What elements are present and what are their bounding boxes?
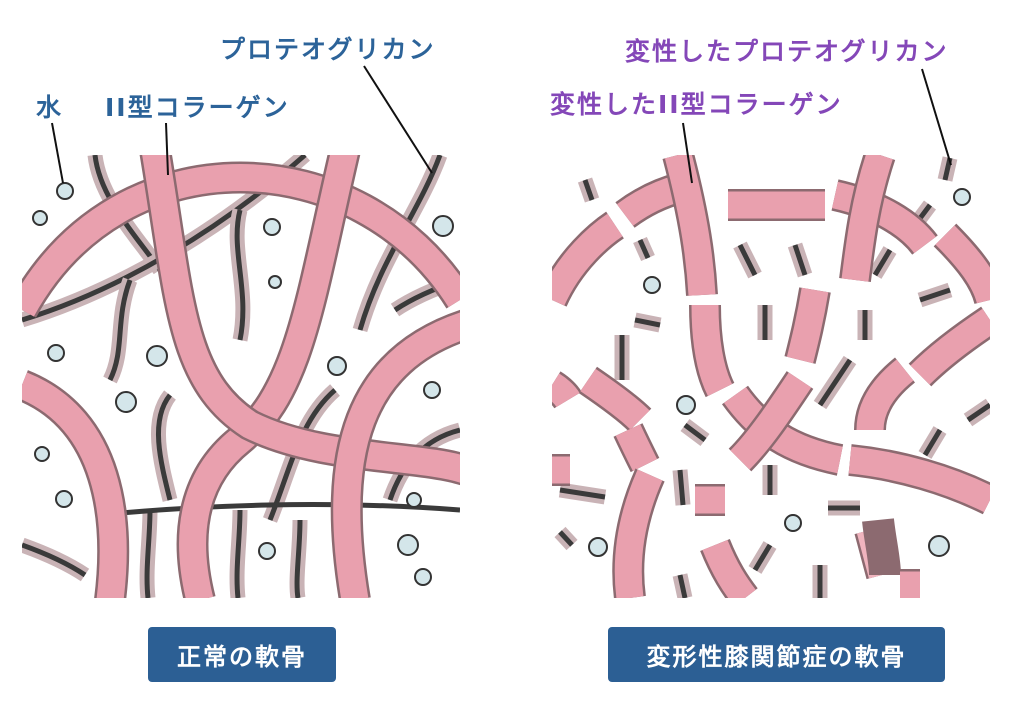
collagen-label: II型コラーゲン — [105, 93, 290, 122]
collagen-leader-line — [165, 122, 169, 176]
water-label: 水 — [36, 93, 64, 122]
normal-cartilage-panel — [22, 155, 460, 598]
collagen-fibers — [22, 155, 460, 598]
water-molecules — [32, 182, 454, 586]
degenerated-collagen-label: 変性したII型コラーゲン — [550, 90, 843, 119]
oa-cartilage-caption: 変形性膝関節症の軟骨 — [608, 627, 945, 682]
proteoglycan-label: プロテオグリカン — [220, 35, 436, 64]
normal-cartilage-caption: 正常の軟骨 — [148, 627, 336, 682]
proteoglycan-leader-line — [363, 65, 433, 174]
fragmented-proteoglycans — [554, 156, 990, 598]
oa-cartilage-panel — [552, 155, 990, 598]
fragmented-collagen — [552, 155, 990, 598]
water-molecules — [588, 188, 971, 557]
degenerated-collagen-leader-line — [682, 122, 693, 184]
degenerated-proteoglycan-leader-line — [921, 68, 952, 166]
water-leader-line — [51, 122, 64, 184]
degenerated-proteoglycan-label: 変性したプロテオグリカン — [625, 37, 949, 66]
